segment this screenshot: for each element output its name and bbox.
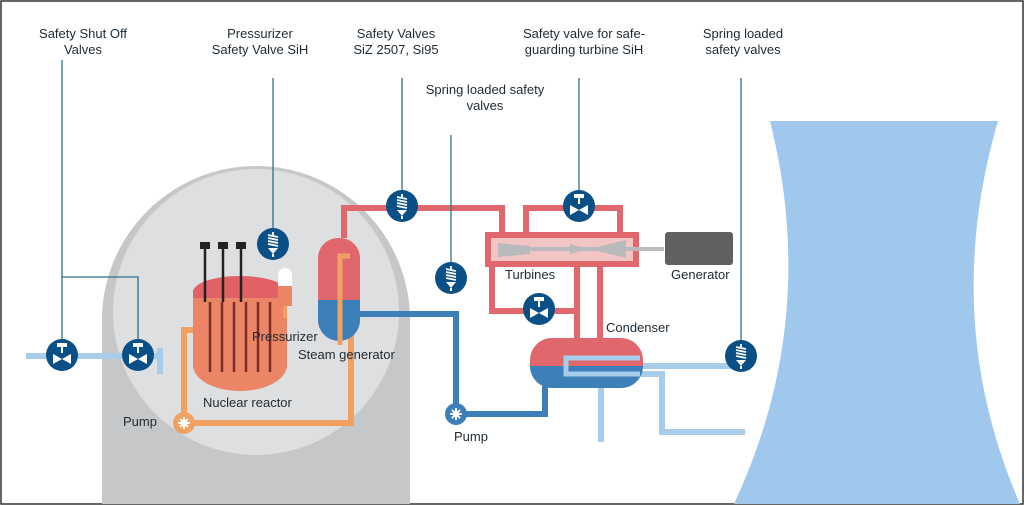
- callout-turbine-valve-line2: guarding turbine SiH: [525, 42, 644, 57]
- label-generator: Generator: [671, 267, 730, 282]
- condenser-unit: [530, 338, 643, 388]
- turbine-safety-valve-icon: [562, 189, 596, 223]
- callout-pressurizer-line1: Pressurizer: [227, 26, 293, 41]
- callout-turbine-valve-line1: Safety valve for safe-: [523, 26, 645, 41]
- pump-mid-icon: [445, 403, 467, 425]
- cooling-tower: [734, 121, 1020, 504]
- turbines-unit: [485, 232, 664, 267]
- pressurizer-safety-valve-icon: [256, 227, 290, 261]
- generator-unit: [665, 232, 733, 265]
- steam-generator-vessel: [318, 238, 360, 345]
- shutoff-valve-1-icon: [45, 338, 79, 372]
- callout-spring-right-line2: safety valves: [705, 42, 781, 57]
- pump-left-icon: [173, 412, 195, 434]
- label-nuclear-reactor: Nuclear reactor: [203, 395, 293, 410]
- pressurizer-vessel: [278, 268, 292, 318]
- callout-shutoff-line1: Safety Shut Off: [39, 26, 127, 41]
- nuclear-reactor-vessel: [193, 242, 287, 391]
- callout-pressurizer-line2: Safety Valve SiH: [212, 42, 309, 57]
- callout-safety-valves-line1: Safety Valves: [357, 26, 436, 41]
- label-condenser: Condenser: [606, 320, 670, 335]
- callout-leader-lines: [61, 60, 742, 342]
- label-steam-generator: Steam generator: [298, 347, 396, 362]
- callout-spring-right-line1: Spring loaded: [703, 26, 783, 41]
- callout-spring-mid-line2: valves: [467, 98, 504, 113]
- safety-valve-siz-icon: [385, 189, 419, 223]
- callout-shutoff-line2: Valves: [64, 42, 103, 57]
- callout-spring-mid-line1: Spring loaded safety: [426, 82, 545, 97]
- label-pressurizer: Pressurizer: [252, 329, 318, 344]
- label-pump-mid: Pump: [454, 429, 488, 444]
- spring-loaded-valve-mid-icon: [434, 261, 468, 295]
- label-turbines: Turbines: [505, 267, 556, 282]
- label-pump-left: Pump: [123, 414, 157, 429]
- feedwater-loop: [358, 311, 548, 417]
- shutoff-valve-2-icon: [121, 338, 155, 372]
- spring-loaded-valve-right-icon: [724, 339, 758, 373]
- turbine-bypass-valve-icon: [522, 292, 556, 326]
- callout-safety-valves-line2: SiZ 2507, Si95: [353, 42, 438, 57]
